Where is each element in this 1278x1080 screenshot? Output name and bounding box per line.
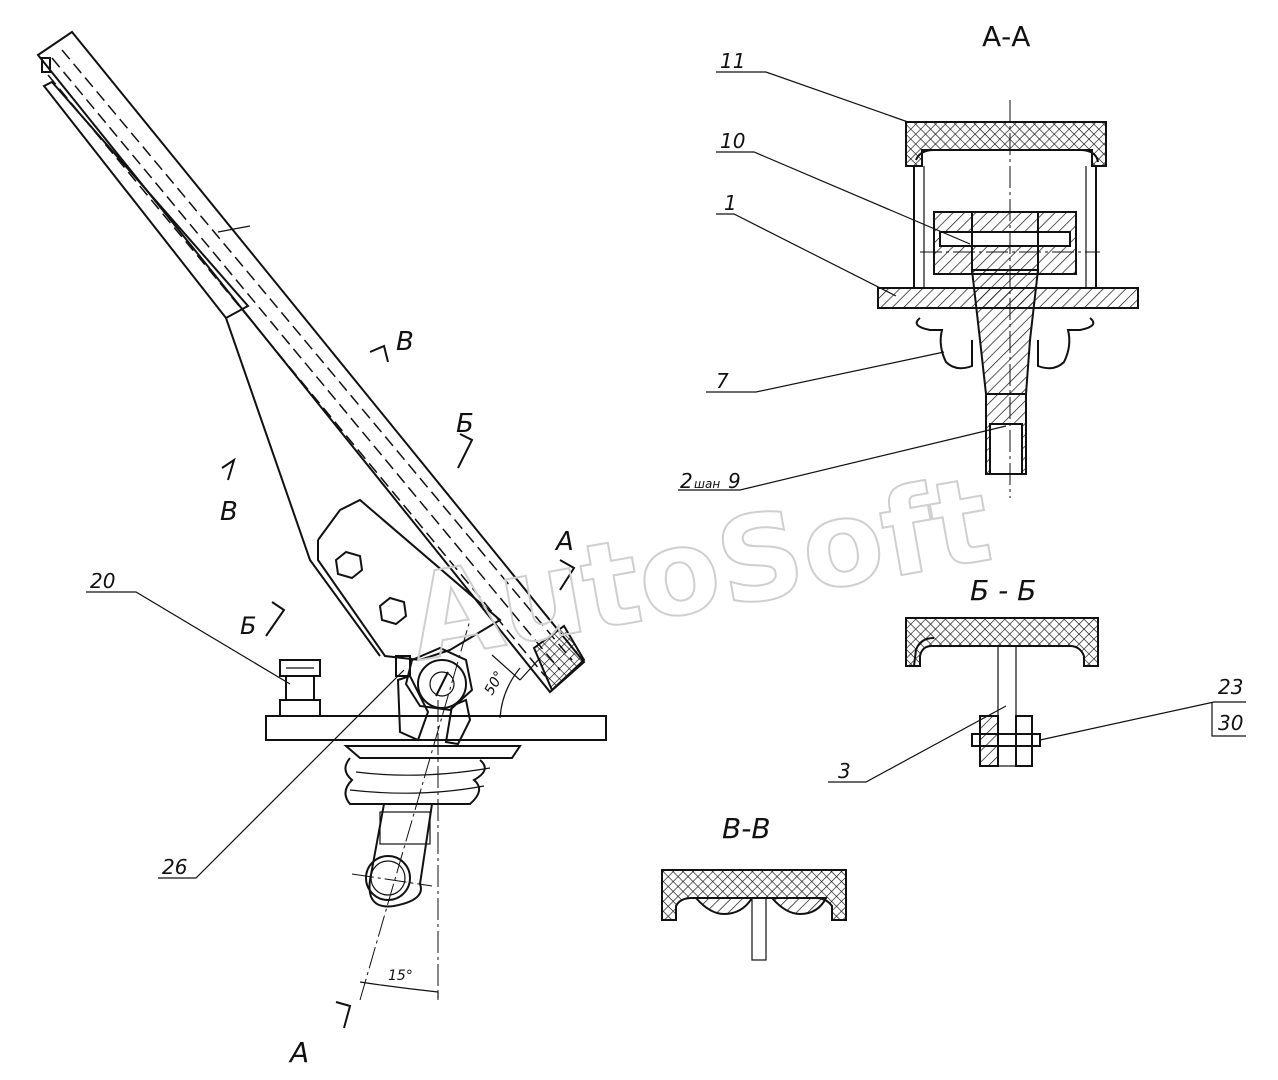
- angle-label-lower: 15°: [388, 968, 413, 984]
- lever-bracket: [225, 317, 502, 662]
- callout-20: 20: [90, 569, 115, 593]
- section-bb-title: Б - Б: [970, 574, 1036, 607]
- cut-mark-a-lower: А: [288, 1036, 309, 1069]
- callout-30: 30: [1218, 711, 1243, 735]
- pedal-arm: [36, 30, 586, 694]
- section-aa: [877, 100, 1139, 498]
- leader-lines: [86, 71, 1246, 879]
- section-vv: [661, 869, 847, 961]
- stop-bolt: [279, 659, 321, 717]
- cut-mark-v-upper: В: [396, 327, 414, 357]
- callout-1: 1: [724, 191, 737, 215]
- callout-23: 23: [1218, 675, 1243, 699]
- push-rod: [365, 803, 433, 908]
- cut-mark-v-lower: В: [220, 497, 238, 527]
- callout-3: 3: [838, 759, 851, 783]
- section-vv-title: В-В: [722, 812, 771, 845]
- angle-arc-upper: [499, 667, 521, 719]
- main-view: [36, 30, 607, 1001]
- section-bb: [905, 617, 1099, 767]
- callout-11: 11: [720, 49, 745, 73]
- rubber-boot: [343, 745, 522, 805]
- callout-2-small: шан: [694, 477, 720, 491]
- cut-marks: [221, 344, 576, 1029]
- cut-mark-b-lower: Б: [240, 612, 256, 640]
- angle-arc-lower: [359, 981, 439, 993]
- callout-9: 9: [728, 469, 741, 493]
- callout-26: 26: [162, 855, 187, 879]
- cut-mark-b-upper: Б: [456, 409, 474, 439]
- clevis-axis: [351, 873, 433, 887]
- section-aa-title: А-А: [982, 20, 1030, 53]
- callout-7: 7: [716, 369, 729, 393]
- callout-10: 10: [720, 129, 745, 153]
- floor-plate: [265, 715, 607, 741]
- callout-2-prefix: 2: [680, 469, 693, 493]
- cut-mark-a-upper: А: [554, 527, 574, 557]
- pivot-joint: [395, 646, 474, 746]
